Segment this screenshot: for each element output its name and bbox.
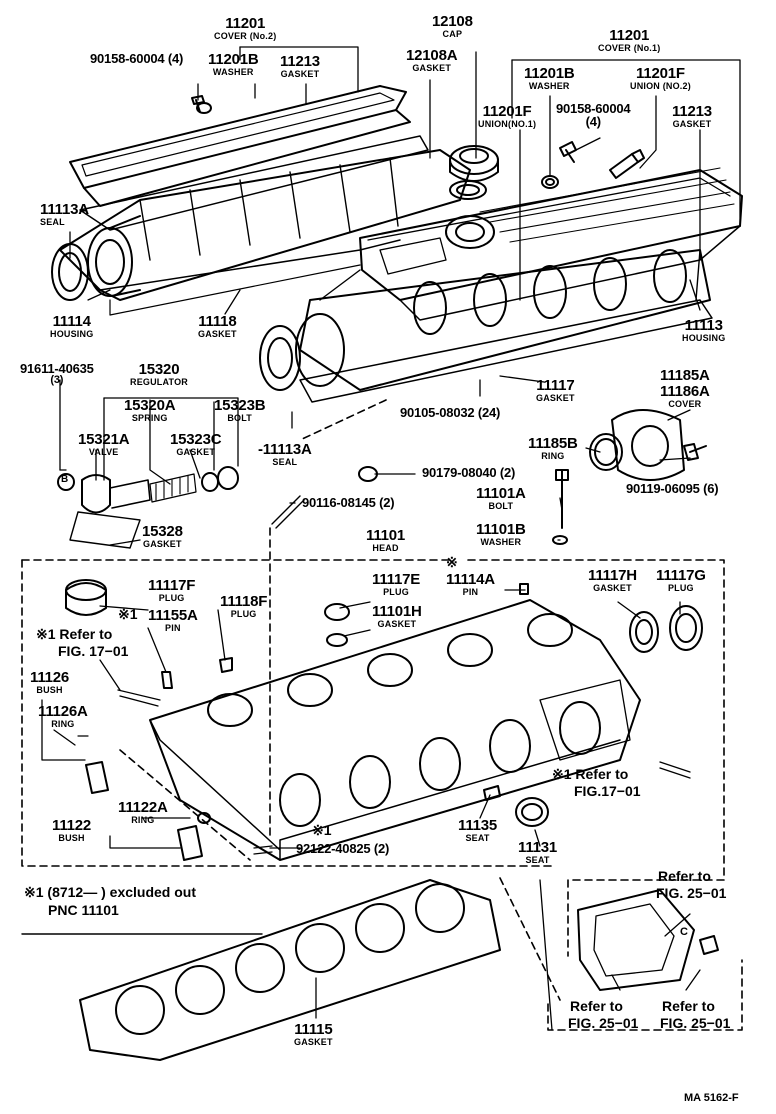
- cover-no2-drawing: [59, 85, 471, 316]
- label-cover-rear-a: 11185A: [660, 367, 710, 384]
- marker-head-asterisk: ※: [446, 554, 458, 570]
- rear-cover-drawing: [589, 409, 707, 481]
- head-small-parts-drawing: [65, 579, 703, 861]
- cover-no1-drawing: [359, 167, 743, 321]
- studs-drawing: [271, 466, 569, 545]
- regulator-drawing: [57, 466, 239, 549]
- rear-plate-drawing: [577, 889, 719, 991]
- label-stud: 90116-08145 (2): [302, 495, 395, 510]
- upper-block-drawing: [259, 249, 713, 403]
- label-valve-part: 91611-40635(3): [20, 361, 94, 386]
- small-fasteners-top: [191, 95, 645, 189]
- label-bolt-right: 90158-60004(4): [556, 101, 631, 129]
- cap-drawing: [449, 145, 499, 200]
- marker-pin-asterisk: ※1: [118, 606, 138, 622]
- dashed-outlines: [21, 399, 743, 1031]
- marker-c: C: [680, 926, 688, 938]
- label-bolt-left: 90158-60004 (4): [90, 51, 184, 66]
- label-stud-92122: 92122-40825 (2): [296, 841, 390, 856]
- figure-id: MA 5162-F: [684, 1092, 739, 1104]
- head-gasket-drawing: [79, 879, 501, 1061]
- marker-mid-asterisk: ※1: [312, 822, 332, 838]
- label-bolt-cover: 90119-06095 (6): [626, 481, 719, 496]
- marker-b: B: [61, 474, 69, 485]
- label-bolt-24: 90105-08032 (24): [400, 405, 501, 420]
- seal-housing-left-drawing: [51, 215, 141, 301]
- leader-lines: [41, 46, 741, 1031]
- cylinder-head-drawing: [149, 599, 641, 861]
- label-nut: 90179-08040 (2): [422, 465, 516, 480]
